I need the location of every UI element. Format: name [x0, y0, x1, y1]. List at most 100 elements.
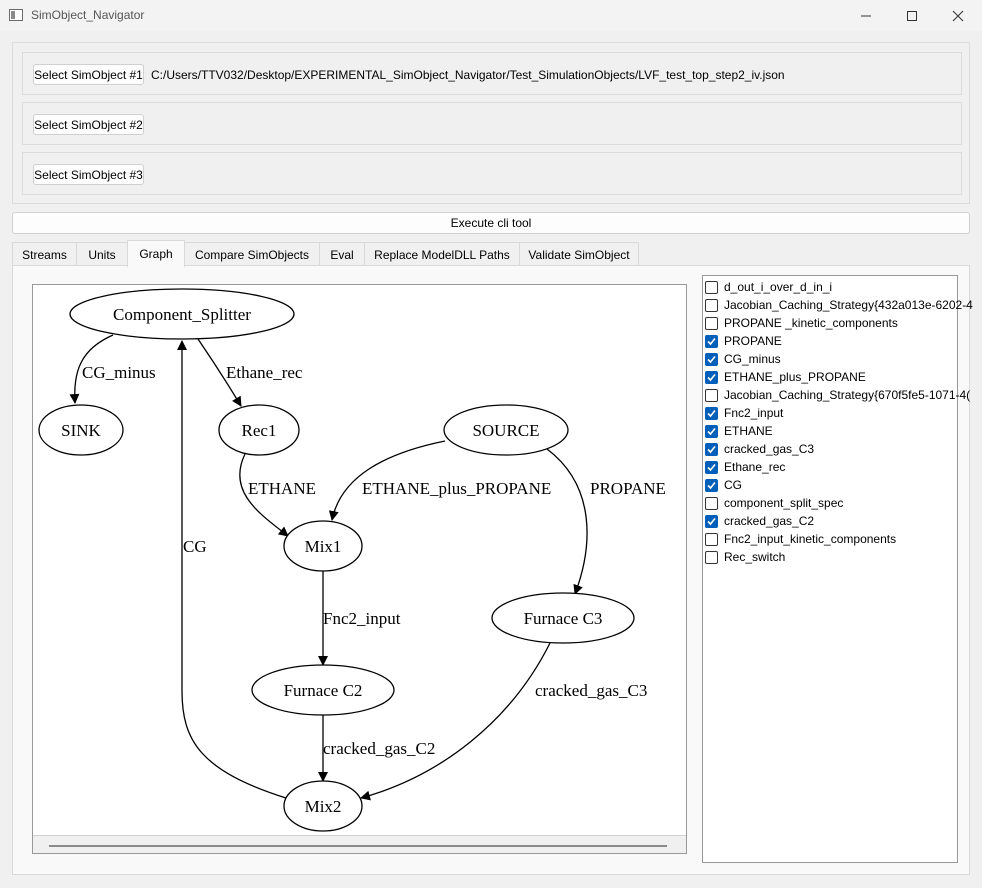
checkbox-label: Jacobian_Caching_Strategy{432a013e-6202-… — [724, 298, 973, 312]
graph-view[interactable]: Component_Splitter SINK Rec1 SOURCE Mix1… — [32, 284, 687, 854]
checkbox[interactable] — [705, 316, 718, 330]
list-item[interactable]: CG_minus — [705, 350, 781, 368]
checkbox-label: PROPANE _kinetic_components — [724, 316, 898, 330]
checkmark-icon — [707, 409, 716, 417]
tab-compare-simobjects[interactable]: Compare SimObjects — [184, 242, 320, 266]
checkmark-icon — [707, 517, 716, 525]
node-mix2 — [283, 780, 363, 832]
list-item[interactable]: ETHANE_plus_PROPANE — [705, 368, 866, 386]
edge-label-cracked-gas-c3: cracked_gas_C3 — [535, 681, 647, 700]
edge-ethane-rec — [197, 338, 242, 407]
tab-graph[interactable]: Graph — [127, 240, 185, 267]
checkmark-icon — [707, 481, 716, 489]
select-simobject-2-button[interactable]: Select SimObject #2 — [33, 114, 144, 135]
checkbox[interactable] — [705, 496, 718, 510]
close-icon — [952, 10, 964, 21]
checkbox-label: component_split_spec — [724, 496, 844, 510]
node-label-furnace-c2: Furnace C2 — [284, 681, 363, 700]
list-item[interactable]: cracked_gas_C3 — [705, 440, 814, 458]
title-bar: SimObject_Navigator — [0, 0, 982, 31]
edge-label-propane: PROPANE — [590, 479, 666, 498]
simobject-select-group: Select SimObject #1 C:/Users/TTV032/Desk… — [12, 42, 970, 204]
checkbox[interactable] — [705, 388, 718, 402]
checkbox[interactable] — [705, 352, 718, 366]
checkbox-label: PROPANE — [724, 334, 782, 348]
checkbox-label: cracked_gas_C2 — [724, 514, 815, 528]
node-label-sink: SINK — [61, 421, 101, 440]
checkbox-label: ETHANE — [724, 424, 773, 438]
node-mix1 — [283, 520, 363, 572]
node-label-mix1: Mix1 — [305, 537, 342, 556]
edge-label-cracked-gas-c2: cracked_gas_C2 — [323, 739, 435, 758]
checkbox-label: CG — [724, 478, 742, 492]
list-item[interactable]: Jacobian_Caching_Strategy{670f5fe5-1071-… — [705, 386, 970, 404]
checkbox[interactable] — [705, 514, 718, 528]
tab-bar: Streams Units Graph Compare SimObjects E… — [12, 240, 970, 267]
list-item[interactable]: CG — [705, 476, 742, 494]
checkbox-label: CG_minus — [724, 352, 781, 366]
list-item[interactable]: component_split_spec — [705, 494, 843, 512]
checkbox[interactable] — [705, 460, 718, 474]
checkbox[interactable] — [705, 532, 718, 546]
tab-replace-modeldll-paths[interactable]: Replace ModelDLL Paths — [364, 242, 520, 266]
checkmark-icon — [707, 337, 716, 345]
checkmark-icon — [707, 355, 716, 363]
checkmark-icon — [707, 445, 716, 453]
list-item[interactable]: Ethane_rec — [705, 458, 785, 476]
node-furnace-c2 — [251, 664, 395, 716]
checkbox[interactable] — [705, 406, 718, 420]
execute-cli-tool-button[interactable]: Execute cli tool — [12, 212, 970, 234]
select-simobject-3-button[interactable]: Select SimObject #3 — [33, 164, 144, 185]
checkbox-label: Jacobian_Caching_Strategy{670f5fe5-1071-… — [724, 388, 971, 402]
tab-eval[interactable]: Eval — [319, 242, 365, 266]
edge-cracked-gas-c3 — [360, 642, 551, 801]
list-item[interactable]: Rec_switch — [705, 548, 785, 566]
checkmark-icon — [707, 463, 716, 471]
maximize-button[interactable] — [889, 0, 935, 31]
tab-streams[interactable]: Streams — [12, 242, 77, 266]
minimize-button[interactable] — [843, 0, 889, 31]
tab-validate-simobject[interactable]: Validate SimObject — [519, 242, 639, 266]
checkbox-label: Ethane_rec — [724, 460, 786, 474]
simobject-row-3: Select SimObject #3 — [22, 152, 962, 195]
list-item[interactable]: Fnc2_input — [705, 404, 783, 422]
app-icon — [9, 9, 23, 21]
list-item[interactable]: cracked_gas_C2 — [705, 512, 814, 530]
checkmark-icon — [707, 373, 716, 381]
checkbox[interactable] — [705, 424, 718, 438]
edge-propane — [546, 448, 588, 595]
checkbox[interactable] — [705, 334, 718, 348]
checkbox[interactable] — [705, 370, 718, 384]
checkbox[interactable] — [705, 298, 718, 312]
simobject-row-1: Select SimObject #1 C:/Users/TTV032/Desk… — [22, 52, 962, 95]
edge-label-ethane-rec: Ethane_rec — [226, 363, 303, 382]
checkbox[interactable] — [705, 478, 718, 492]
process-graph: Component_Splitter SINK Rec1 SOURCE Mix1… — [38, 288, 666, 832]
edge-label-cg-minus: CG_minus — [82, 363, 156, 382]
variables-checklist: d_out_i_over_d_in_i Jacobian_Caching_Str… — [702, 275, 973, 863]
list-item[interactable]: PROPANE _kinetic_components — [705, 314, 898, 332]
node-component-splitter — [69, 288, 295, 340]
tab-units[interactable]: Units — [76, 242, 128, 266]
edge-ethane — [239, 453, 289, 537]
list-item[interactable]: ETHANE — [705, 422, 773, 440]
node-label-mix2: Mix2 — [305, 797, 342, 816]
close-button[interactable] — [935, 0, 981, 31]
list-item[interactable]: Jacobian_Caching_Strategy{432a013e-6202-… — [705, 296, 973, 314]
checkbox[interactable] — [705, 550, 718, 564]
minimize-icon — [861, 15, 871, 16]
checkbox-label: Fnc2_input — [724, 406, 784, 420]
checkbox[interactable] — [705, 280, 718, 294]
checkbox-label: Fnc2_input_kinetic_components — [724, 532, 897, 546]
graph-horizontal-scrollbar[interactable] — [33, 835, 686, 853]
window-title: SimObject_Navigator — [31, 8, 145, 22]
node-rec1 — [218, 404, 300, 456]
list-item[interactable]: d_out_i_over_d_in_i — [705, 278, 832, 296]
list-item[interactable]: Fnc2_input_kinetic_components — [705, 530, 896, 548]
checkbox-label: cracked_gas_C3 — [724, 442, 815, 456]
list-item[interactable]: PROPANE — [705, 332, 782, 350]
select-simobject-1-button[interactable]: Select SimObject #1 — [33, 64, 144, 85]
scrollbar-thumb[interactable] — [49, 845, 667, 847]
checkbox[interactable] — [705, 442, 718, 456]
node-source — [443, 404, 569, 456]
